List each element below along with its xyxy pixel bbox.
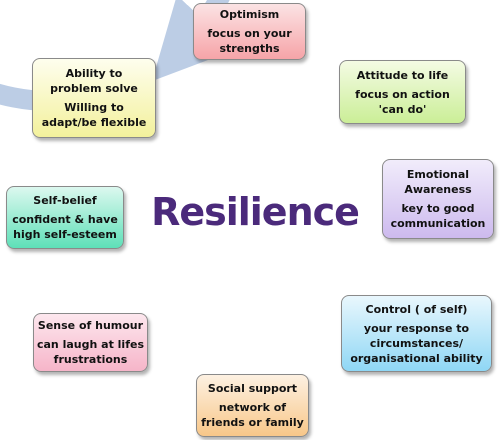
social-support-title: Social support — [207, 382, 298, 395]
emotional-awareness-title: Emotional Awareness — [404, 168, 472, 196]
optimism-box: Optimism focus on your strengths — [193, 3, 306, 60]
social-support-box: Social support network of friends or fam… — [196, 374, 309, 437]
emotional-awareness-text: key to good communication — [390, 202, 486, 230]
resilience-title: Resilience — [151, 190, 360, 234]
optimism-title: Optimism — [219, 8, 280, 21]
ability-box: Ability to problem solve Willing to adap… — [32, 58, 156, 138]
social-support-text: network of friends or family — [201, 401, 304, 429]
optimism-text: focus on your strengths — [207, 27, 292, 55]
self-belief-box: Self-belief confident & have high self-e… — [6, 186, 124, 249]
emotional-awareness-box: Emotional Awareness key to good communic… — [382, 159, 494, 239]
sense-of-humour-title: Sense of humour — [37, 319, 144, 332]
sense-of-humour-text: can laugh at lifes frustrations — [36, 338, 144, 366]
attitude-text: focus on action 'can do' — [355, 87, 450, 116]
self-belief-text: confident & have high self-esteem — [12, 213, 118, 241]
ability-title: Ability to problem solve — [50, 67, 138, 95]
control-title: Control ( of self) — [365, 302, 468, 316]
ability-text: Willing to adapt/be flexible — [41, 101, 147, 129]
attitude-box: Attitude to life focus on action 'can do… — [339, 60, 466, 124]
sense-of-humour-box: Sense of humour can laugh at lifes frust… — [33, 313, 148, 372]
control-text: your response to circumstances/ organisa… — [350, 321, 483, 365]
control-box: Control ( of self) your response to circ… — [341, 295, 492, 372]
self-belief-title: Self-belief — [33, 194, 97, 207]
attitude-title: Attitude to life — [356, 68, 449, 82]
